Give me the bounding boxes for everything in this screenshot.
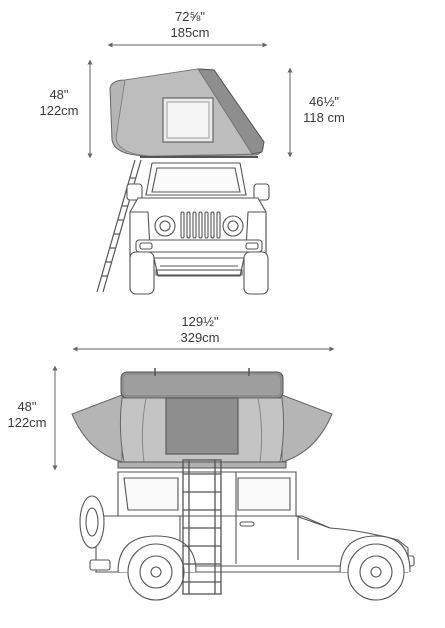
front-left-height-label: 48" 122cm: [34, 87, 84, 119]
side-length-cm: 329cm: [180, 330, 220, 345]
front-right-height-cm: 118 cm: [303, 110, 345, 125]
rear-wheel: [127, 543, 185, 601]
front-left-height-inches: 48": [49, 87, 69, 102]
front-width-label: 72⅝" 185cm: [150, 9, 230, 41]
front-left-height-cm: 122cm: [39, 103, 79, 118]
side-height-cm: 122cm: [7, 415, 47, 430]
front-vehicle: [126, 162, 270, 295]
front-wheel: [347, 543, 405, 601]
front-right-height-inches: 46½": [309, 94, 339, 109]
side-length-inches: 129½": [181, 314, 219, 329]
side-tent: [71, 368, 333, 469]
side-height-inches: 48": [17, 399, 37, 414]
front-width-cm: 185cm: [170, 25, 210, 40]
spare-tire: [79, 495, 105, 549]
front-width-inches: 72⅝": [175, 9, 205, 24]
side-vehicle: [79, 471, 415, 601]
side-ladder: [182, 459, 222, 595]
side-height-label: 48" 122cm: [2, 399, 52, 431]
side-tent-door: [165, 397, 239, 455]
front-tent: [109, 68, 265, 158]
front-right-height-label: 46½" 118 cm: [294, 94, 354, 126]
side-length-label: 129½" 329cm: [160, 314, 240, 346]
